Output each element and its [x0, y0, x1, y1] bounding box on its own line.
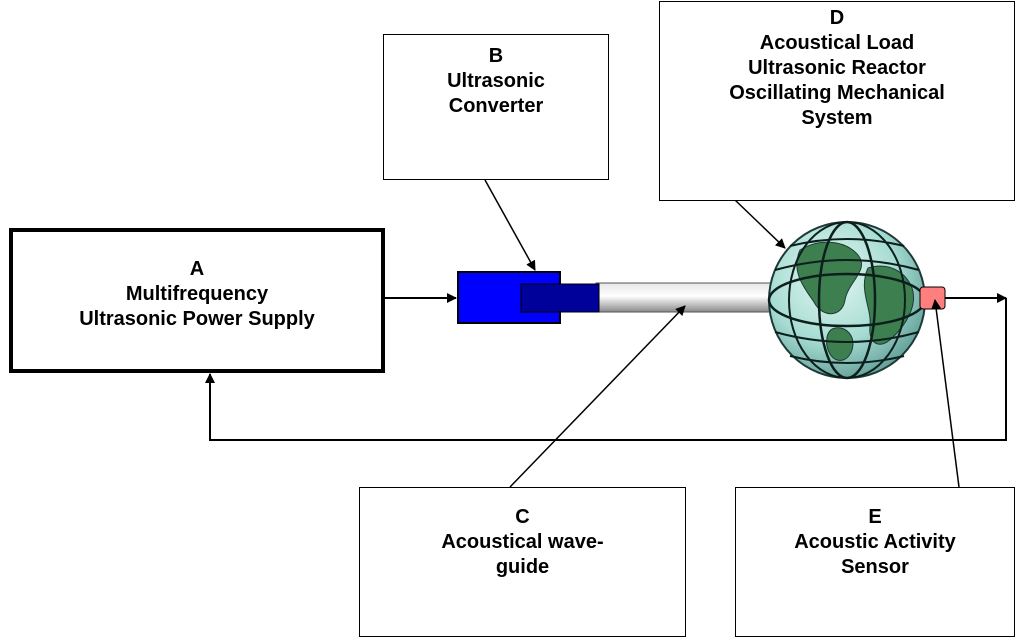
- block-b-converter: B Ultrasonic Converter: [383, 34, 609, 180]
- block-d-line1: Acoustical Load: [759, 32, 915, 54]
- block-c-waveguide: C Acoustical wave- guide: [359, 487, 686, 637]
- callout-d-arrow: [734, 199, 786, 249]
- block-a-line2: Ultrasonic Power Supply: [79, 308, 315, 330]
- block-d-acoustical-load: D Acoustical Load Ultrasonic Reactor Osc…: [659, 1, 1015, 201]
- block-b-line1: Ultrasonic: [447, 70, 545, 92]
- block-c-line1: Acoustical wave-: [441, 531, 604, 553]
- callout-e-arrow: [931, 299, 960, 488]
- block-e-line1: Acoustic Activity: [794, 531, 956, 553]
- acoustical-waveguide: [595, 282, 777, 313]
- callout-b-arrow: [484, 179, 536, 271]
- block-b-letter: B: [488, 45, 504, 67]
- block-d-line3: Oscillating Mechanical: [729, 82, 945, 104]
- sensor-icon: [919, 286, 946, 310]
- ultrasonic-converter-core: [520, 283, 600, 313]
- globe-icon: [767, 220, 927, 380]
- block-a-line1: Multifrequency: [125, 283, 269, 305]
- block-e-sensor: E Acoustic Activity Sensor: [735, 487, 1015, 637]
- block-a-letter: A: [189, 258, 205, 280]
- block-e-letter: E: [868, 506, 882, 528]
- block-c-line2: guide: [495, 556, 550, 578]
- feedback-loop: [205, 298, 1007, 441]
- block-c-letter: C: [515, 506, 530, 528]
- block-d-letter: D: [829, 7, 845, 29]
- block-e-line2: Sensor: [841, 556, 909, 578]
- block-d-line2: Ultrasonic Reactor: [748, 57, 926, 79]
- block-d-line4: System: [801, 107, 873, 129]
- block-a-power-supply: A Multifrequency Ultrasonic Power Supply: [9, 228, 385, 373]
- callout-c-arrow: [509, 305, 686, 488]
- block-b-line2: Converter: [448, 95, 544, 117]
